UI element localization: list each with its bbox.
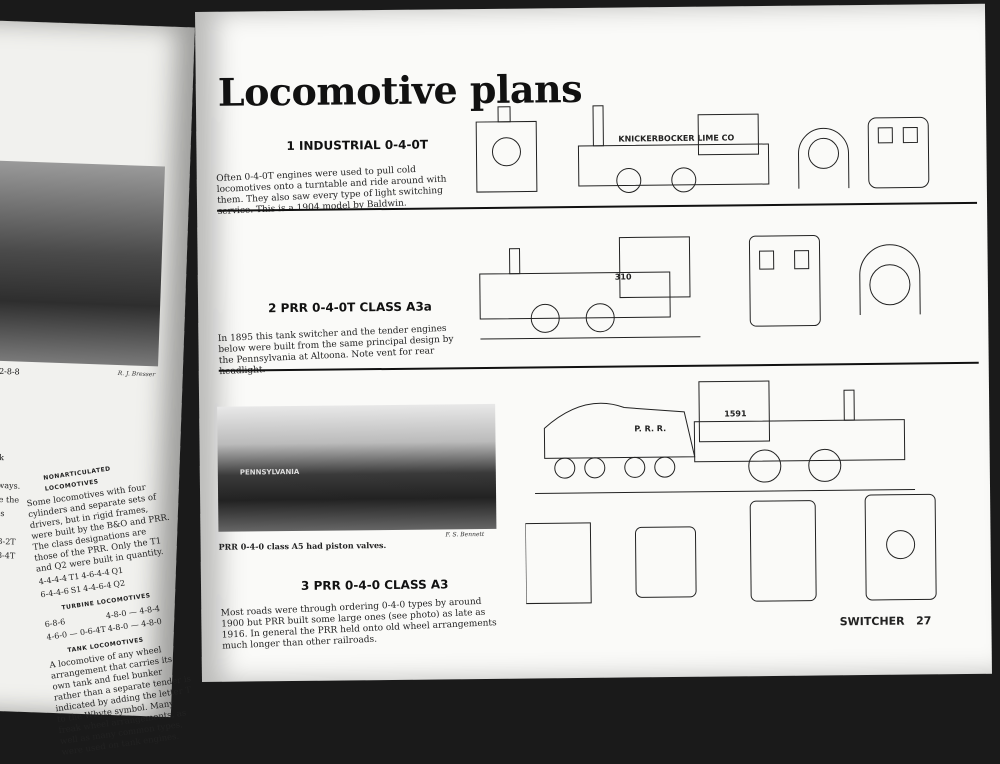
page-number: 27	[916, 614, 932, 628]
photo-caption: PRR 0-4-0 class A5 had piston valves.	[218, 540, 387, 552]
photo-credit: R. J. Bresser	[117, 370, 156, 379]
photo-prr-a5: PENNSYLVANIA	[217, 403, 497, 532]
column-fragments: Peak and railways. were the types with 4…	[0, 450, 21, 563]
drawing-label: 310	[615, 272, 632, 281]
section-3-text: Most roads were through ordering 0-4-0 t…	[220, 596, 497, 652]
photo-lettering: PENNSYLVANIA	[239, 467, 300, 477]
fragment: Peak and railways.	[0, 452, 21, 491]
footer-section: SWITCHER	[839, 614, 905, 629]
photo-credit: F. S. Bennett	[445, 530, 485, 539]
locomotive-photo-left	[0, 160, 165, 367]
drawing-label: 1591	[724, 409, 747, 418]
drawing-prr-0-4-0t-a3a: 310	[479, 235, 921, 340]
left-page: R. J. Bresser a 2-8-8 Peak and railways.…	[0, 20, 195, 758]
fragment: 4-8-8-4T	[0, 550, 16, 561]
page-footer: SWITCHER 27	[840, 614, 932, 628]
section-1-heading: 1 INDUSTRIAL 0-4-0T	[286, 137, 429, 154]
section-2-heading: 2 PRR 0-4-0T CLASS A3a	[268, 299, 432, 316]
drawing-prr-0-4-0-a3: P. R. R. 1591	[524, 380, 937, 605]
cell: 6-4-4-6	[39, 586, 70, 600]
cell: Q2	[112, 578, 126, 590]
nonarticulated-text: Some locomotives with four cylinders and…	[26, 482, 171, 575]
fragment: were the types with	[0, 494, 20, 532]
side-caption: a 2-8-8	[0, 366, 20, 377]
right-page: Locomotive plans 1 INDUSTRIAL 0-4-0T Oft…	[195, 3, 992, 682]
tank-text: A locomotive of any wheel arrangement th…	[48, 645, 192, 758]
left-column: NONARTICULATED LOCOMOTIVES Some locomoti…	[22, 452, 201, 759]
section-3-heading: 3 PRR 0-4-0 CLASS A3	[300, 577, 449, 593]
drawing-industrial-0-4-0t: KNICKERBOCKER LIME CO	[475, 105, 930, 193]
fragment: 4-8-8-2T	[0, 536, 16, 547]
drawing-label: KNICKERBOCKER LIME CO	[618, 133, 734, 143]
tender-label: P. R. R.	[634, 424, 666, 433]
